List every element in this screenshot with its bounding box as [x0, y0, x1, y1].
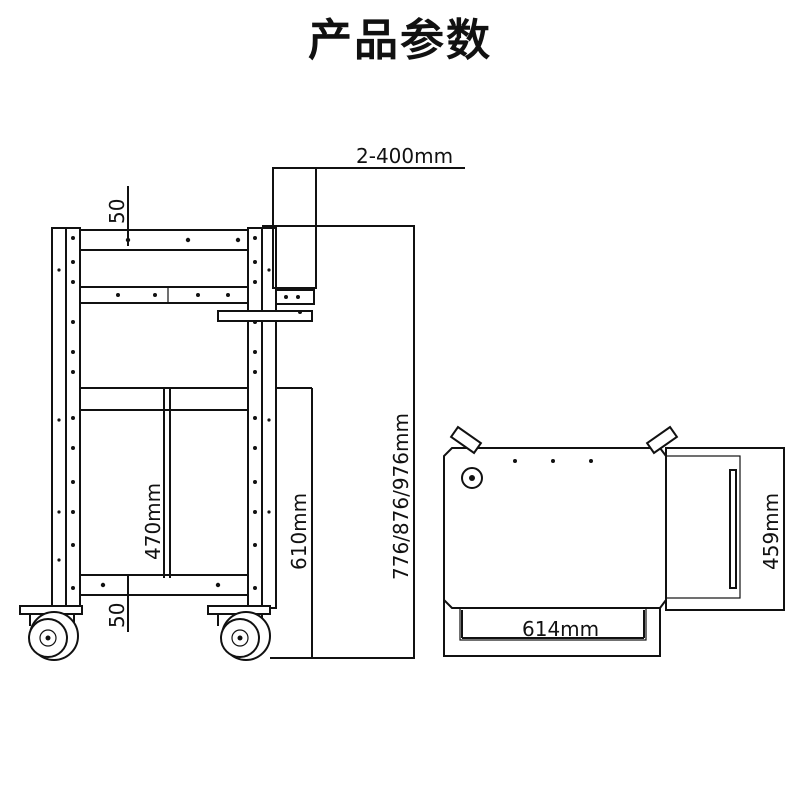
left-outer-post: [51, 227, 67, 609]
bottom-clearance-label: 50: [105, 603, 129, 628]
shelf-depth-label: 2-400mm: [356, 144, 453, 168]
depth-extension-bracket: [272, 167, 317, 289]
top-view: [443, 425, 785, 657]
frame-height-label: 610mm: [287, 493, 311, 570]
width-line: [443, 600, 661, 657]
shelf-bracket: [79, 286, 249, 304]
left-caster: [19, 605, 83, 661]
page-title: 产品参数: [308, 15, 492, 66]
total-height-line: [262, 225, 415, 659]
depth-label: 459mm: [759, 493, 783, 570]
width-label: 614mm: [522, 617, 599, 641]
top-clearance-label: 50: [105, 199, 129, 224]
bottom-tray: [459, 607, 647, 641]
front-view: [19, 167, 465, 661]
sliding-tray: [665, 455, 741, 599]
sliding-shelf: [217, 310, 313, 322]
right-caster: [207, 605, 271, 661]
shelf-clip: [275, 289, 315, 305]
total-height-label: 776/876/976mm: [389, 413, 413, 580]
inner-height-label: 470mm: [141, 483, 165, 560]
